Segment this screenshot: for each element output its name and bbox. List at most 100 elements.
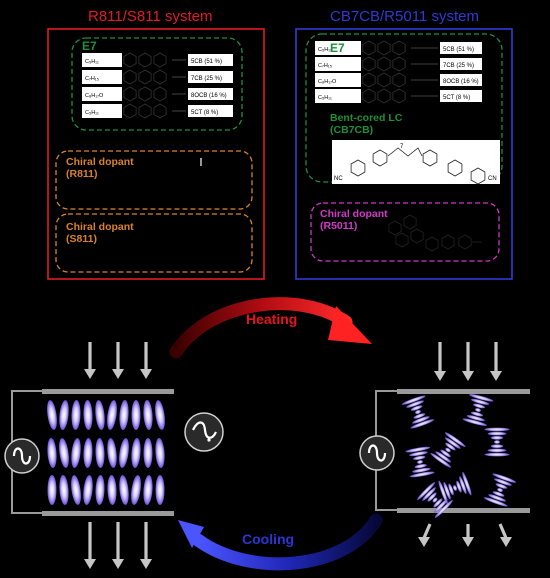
e7-chain-box <box>315 57 361 71</box>
lc-molecule <box>131 400 141 430</box>
e7-chain-formula: C₅H₁₁ <box>318 47 332 53</box>
lc-molecule <box>59 400 69 430</box>
lc-molecule <box>59 475 69 505</box>
lc-helix-slice <box>440 449 451 458</box>
lc-molecule <box>59 438 69 468</box>
light-arrow-shaft <box>422 523 432 539</box>
e7-component-box <box>188 54 233 66</box>
benzene-ring <box>470 167 486 185</box>
lc-helix-slice <box>422 487 436 501</box>
lc-molecule <box>107 400 117 430</box>
lc-molecule <box>155 400 165 430</box>
lc-helix-slice <box>435 451 451 463</box>
light-arrow-head <box>140 559 152 569</box>
lc-helix-slice <box>434 499 453 518</box>
benzene-ring <box>153 86 167 102</box>
benzene-ring <box>377 72 391 88</box>
lc-helix-slice <box>409 471 435 478</box>
benzene-ring <box>138 69 152 85</box>
lc-molecule <box>95 438 105 468</box>
lc-helix-slice <box>459 476 467 494</box>
e7-component-label: 5CT (8 %) <box>191 110 218 116</box>
lc-molecule <box>119 475 129 505</box>
benzene-ring <box>123 52 137 68</box>
left-dopant-s811-label: Chiral dopant (S811) <box>66 221 134 245</box>
r5011-ring <box>410 228 424 244</box>
lc-helix-domain <box>483 473 517 507</box>
e7-chain-box <box>315 89 361 103</box>
benzene-ring <box>377 56 391 72</box>
lc-molecule <box>83 400 93 430</box>
r5011-structure: C₆H₁₃ <box>388 214 496 252</box>
benzene-ring <box>350 159 366 177</box>
lc-molecule <box>83 438 93 468</box>
e7-chain-formula: C₇H₁₅ <box>318 63 332 69</box>
lc-helix-slice <box>413 413 426 419</box>
right-cell-bottom-plate <box>397 508 530 513</box>
e7-chain-formula: C₅H₁₁ <box>85 110 99 116</box>
lc-molecule <box>155 475 165 505</box>
heating-label: Heating <box>246 311 298 327</box>
lc-helix-slice <box>475 408 481 412</box>
e7-chain-formula: C₈H₁₇O <box>85 93 104 99</box>
left-dopant-s811-line2: (S811) <box>66 233 97 245</box>
lc-helix-slice <box>412 467 431 473</box>
lc-helix-slice <box>414 464 427 469</box>
e7-chain-formula: C₇H₁₅ <box>85 76 99 82</box>
lc-helix-domain <box>405 446 435 478</box>
light-arrow-head <box>84 559 96 569</box>
right-bent-lc-line1: Bent-cored LC <box>330 112 403 124</box>
lc-helix-slice <box>445 437 461 449</box>
r5011-ring <box>403 214 417 230</box>
left-dopant-r811-line2: (R811) <box>66 168 98 180</box>
e7-chain-formula: C₅H₁₁ <box>85 59 99 65</box>
right-bent-lc-line2: (CB7CB) <box>330 124 374 136</box>
lc-helix-slice <box>494 440 500 444</box>
lc-molecule <box>107 475 117 505</box>
benzene-ring <box>123 86 137 102</box>
e7-chain-formula: C₈H₁₇O <box>318 79 337 85</box>
lc-helix-slice <box>413 455 426 460</box>
left-cell-bottom-plate <box>42 511 174 516</box>
cb7cb-cn-label: CN <box>488 176 497 182</box>
light-arrow-head <box>434 371 446 381</box>
e7-component-label: 7CB (25 %) <box>443 63 474 69</box>
left-dopant-box-s811 <box>55 213 253 273</box>
e7-component-box <box>440 58 482 70</box>
lc-helix-slice <box>417 482 436 501</box>
e7-component-box <box>440 74 482 86</box>
cooling-arrow <box>191 513 383 571</box>
left-input-arrows <box>84 342 152 379</box>
r5011-cyclohexane <box>458 234 472 250</box>
cb7cb-spacer-index: 7 <box>400 144 404 150</box>
r5011-ring <box>388 220 402 236</box>
lc-helix-slice <box>471 398 490 405</box>
lc-helix-domain <box>417 482 453 518</box>
lc-molecule <box>143 438 153 468</box>
lc-helix-slice <box>484 427 510 432</box>
benzene-ring <box>377 40 391 56</box>
lc-helix-slice <box>462 471 472 496</box>
left-dopant-s811-line1: Chiral dopant <box>66 221 134 233</box>
light-arrow-head <box>500 537 512 547</box>
lc-helix-slice <box>473 403 486 409</box>
benzene-ring <box>392 56 406 72</box>
lc-molecule <box>119 438 129 468</box>
benzene-ring <box>392 40 406 56</box>
lc-helix-slice <box>462 418 487 426</box>
lc-molecule <box>131 438 141 468</box>
lc-molecule <box>119 400 129 430</box>
lc-helix-slice <box>410 405 423 411</box>
e7-component-label: 5CB (51 %) <box>443 47 474 53</box>
lc-helix-slice <box>487 448 507 453</box>
benzene-ring <box>422 149 438 167</box>
lc-molecule <box>47 438 57 468</box>
r5011-tail-label: C₆H₁₃ <box>482 240 496 246</box>
lc-helix-domain <box>438 471 472 505</box>
lc-molecule <box>95 400 105 430</box>
benzene-ring <box>377 88 391 104</box>
right-ac-source-icon <box>359 435 395 471</box>
